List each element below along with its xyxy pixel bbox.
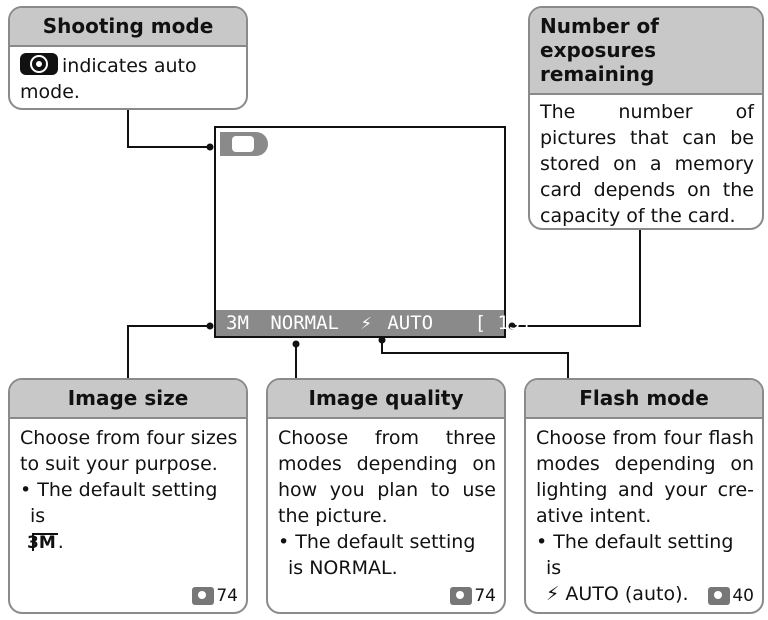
image-size-text: Choose from four sizes to suit your purp… (20, 427, 238, 475)
image-quality-bullet-text: The default setting is NORMAL. (288, 531, 476, 579)
image-size-callout: Image size Choose from four sizes to sui… (8, 378, 248, 614)
reference-eye-icon (708, 587, 731, 605)
exposures-connector (512, 230, 641, 327)
image-size-title: Image size (10, 380, 246, 419)
image-size-bullet: • The default setting is 3M. (20, 479, 218, 553)
image-size-period: . (57, 531, 64, 553)
image-quality-page-ref: 74 (450, 586, 496, 606)
reference-eye-icon (192, 587, 215, 605)
shooting-mode-title: Shooting mode (10, 8, 246, 47)
image-quality-dot (292, 340, 300, 348)
flash-mode-text: Choose from four flash modes depending o… (536, 427, 754, 527)
shooting-mode-body: indicates auto mode. (10, 47, 246, 105)
flash-icon: ⚡ (546, 583, 560, 605)
shooting-mode-text: indicates auto (62, 55, 197, 77)
monitor-flash-icon: ⚡ (360, 312, 372, 334)
image-size-body: Choose from four sizes to suit your purp… (10, 419, 246, 555)
exposures-body: The number of pictures that can be store… (540, 101, 754, 227)
flash-mode-bullet: • The default setting is ⚡ AUTO (auto). (536, 531, 734, 605)
exposures-title: Number of exposures remaining (530, 8, 762, 95)
shooting-mode-callout: Shooting mode indicates auto mode. (8, 6, 248, 110)
image-quality-text: Choose from three modes depending on how… (278, 427, 496, 527)
exposures-dot (508, 322, 516, 330)
shooting-mode-connector (127, 110, 210, 148)
exposures-title-line2: remaining (540, 62, 655, 86)
reference-eye-icon (450, 587, 473, 605)
monitor-flash-label: AUTO (387, 312, 434, 334)
image-size-page-ref: 74 (192, 586, 238, 606)
exposures-callout: Number of exposures remaining The number… (528, 6, 764, 230)
monitor-size-label: 3M (226, 312, 249, 334)
flash-mode-dot (378, 336, 386, 344)
image-quality-title: Image quality (268, 380, 504, 419)
flash-mode-bullet-text2: AUTO (auto). (565, 583, 689, 605)
image-size-bullet-text: The default setting is (30, 479, 218, 527)
camera-icon (20, 53, 58, 75)
shooting-mode-dot (206, 143, 214, 151)
flash-mode-bullet-text: The default setting is (546, 531, 734, 579)
monitor-exposure-count: [ 15] (474, 312, 532, 334)
image-quality-callout: Image quality Choose from three modes de… (266, 378, 506, 614)
flash-mode-body: Choose from four flash modes depending o… (526, 419, 762, 607)
image-size-dot (206, 322, 214, 330)
image-size-page-number: 74 (216, 586, 238, 606)
flash-mode-page-number: 40 (732, 586, 754, 606)
monitor-quality-label: NORMAL (270, 312, 339, 334)
size-3m-icon: 3M (27, 533, 58, 553)
camera-monitor: 3M NORMAL ⚡ AUTO [ 15] (214, 126, 532, 338)
image-quality-bullet: • The default setting is NORMAL. (278, 531, 476, 579)
exposures-title-line1: Number of exposures (540, 14, 659, 62)
flash-mode-connector (381, 340, 569, 378)
monitor-status-bar: 3M NORMAL ⚡ AUTO [ 15] (216, 310, 532, 336)
shooting-mode-text-line2: mode. (20, 81, 80, 103)
flash-mode-page-ref: 40 (708, 586, 754, 606)
image-quality-page-number: 74 (474, 586, 496, 606)
image-quality-body: Choose from three modes depending on how… (268, 419, 504, 581)
monitor-camera-icon (220, 132, 268, 156)
flash-mode-title: Flash mode (526, 380, 762, 419)
flash-mode-callout: Flash mode Choose from four flash modes … (524, 378, 764, 614)
image-size-connector (127, 325, 210, 378)
